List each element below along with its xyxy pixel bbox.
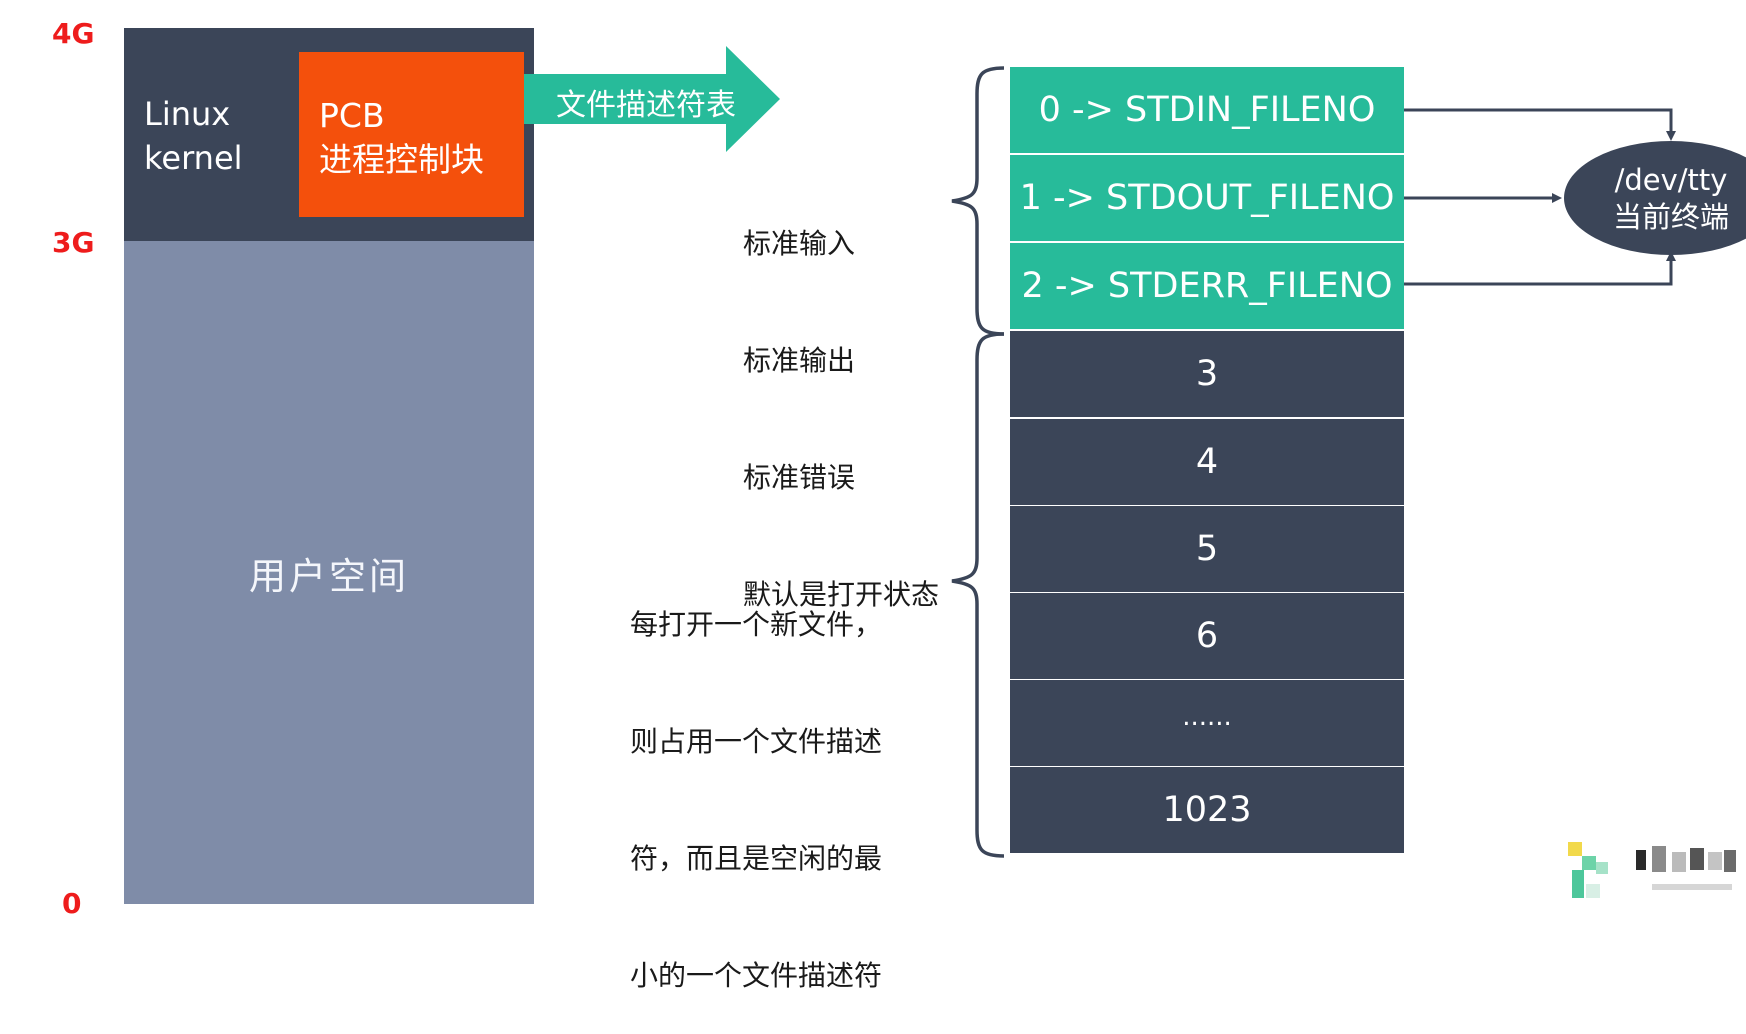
pcb-label-line1: PCB: [319, 96, 385, 135]
fd-row-1023: 1023: [1010, 767, 1404, 853]
fd-note-line1: 每打开一个新文件，: [630, 608, 883, 641]
tty-label-line1: /dev/tty: [1614, 163, 1728, 197]
label-0: 0: [62, 887, 82, 920]
fd-note: 每打开一个新文件， 则占用一个文件描述 符，而且是空闲的最 小的一个文件描述符: [630, 527, 882, 1034]
fd-row-stdout: 1 -> STDOUT_FILENO: [1010, 155, 1404, 241]
tty-ellipse: [1564, 141, 1746, 255]
std-note-line4: 默认是打开状态: [743, 578, 940, 611]
std-note-line1: 标准输入: [743, 227, 856, 260]
fd-row-5-label: 5: [1195, 529, 1219, 569]
pcb-block: PCB 进程控制块: [299, 52, 524, 217]
fd-row-stdin-label: 0 -> STDIN_FILENO: [1038, 90, 1376, 130]
std-brace: [951, 66, 1005, 336]
user-space-label: 用户空间: [249, 554, 409, 598]
fd-note-line4: 小的一个文件描述符: [630, 959, 883, 992]
stdin-connector: [1404, 108, 1676, 141]
fd-row-stdin: 0 -> STDIN_FILENO: [1010, 67, 1404, 153]
label-3g: 3G: [52, 226, 95, 259]
fd-row-3-label: 3: [1195, 354, 1219, 394]
fd-note-line3: 符，而且是空闲的最: [630, 842, 883, 875]
fd-row-stdout-label: 1 -> STDOUT_FILENO: [1019, 178, 1395, 218]
fd-row-6: 6: [1010, 593, 1404, 679]
fd-row-3: 3: [1010, 331, 1404, 417]
fd-row-4-label: 4: [1195, 442, 1219, 482]
stderr-connector: [1404, 251, 1676, 286]
tty-connectors: [1404, 108, 1746, 286]
fd-row-ellipsis-label: ......: [1182, 702, 1232, 732]
fd-row-5: 5: [1010, 506, 1404, 592]
kernel-label: Linux kernel: [144, 92, 243, 180]
std-note-line2: 标准输出: [743, 344, 856, 377]
fd-table-arrow-label: 文件描述符表: [556, 88, 736, 123]
fd-row-stderr-label: 2 -> STDERR_FILENO: [1021, 266, 1393, 306]
tty-label-line2: 当前终端: [1612, 200, 1729, 234]
label-4g: 4G: [52, 17, 95, 50]
fd-table-arrow: [524, 46, 780, 152]
braces: [951, 66, 1005, 858]
std-note-line3: 标准错误: [743, 461, 856, 494]
fd-row-ellipsis: ......: [1010, 680, 1404, 766]
std-note: 标准输入 标准输出 标准错误 默认是打开状态: [743, 146, 939, 653]
fd-row-1023-label: 1023: [1162, 790, 1252, 830]
fd-row-stderr: 2 -> STDERR_FILENO: [1010, 243, 1404, 329]
kernel-label-line2: kernel: [144, 139, 243, 177]
fd-note-line2: 则占用一个文件描述: [630, 725, 883, 758]
fd-row-4: 4: [1010, 419, 1404, 505]
user-space-block: 用户空间: [124, 241, 534, 904]
tty-label: /dev/tty 当前终端: [1596, 162, 1746, 236]
kernel-space-block: Linux kernel PCB 进程控制块: [124, 28, 534, 241]
pcb-label: PCB 进程控制块: [319, 94, 484, 182]
fd-table-arrow-shape: [524, 46, 780, 152]
pcb-label-line2: 进程控制块: [319, 140, 484, 179]
fd-row-6-label: 6: [1195, 616, 1219, 656]
fd-brace: [951, 332, 1005, 858]
kernel-label-line1: Linux: [144, 95, 231, 133]
